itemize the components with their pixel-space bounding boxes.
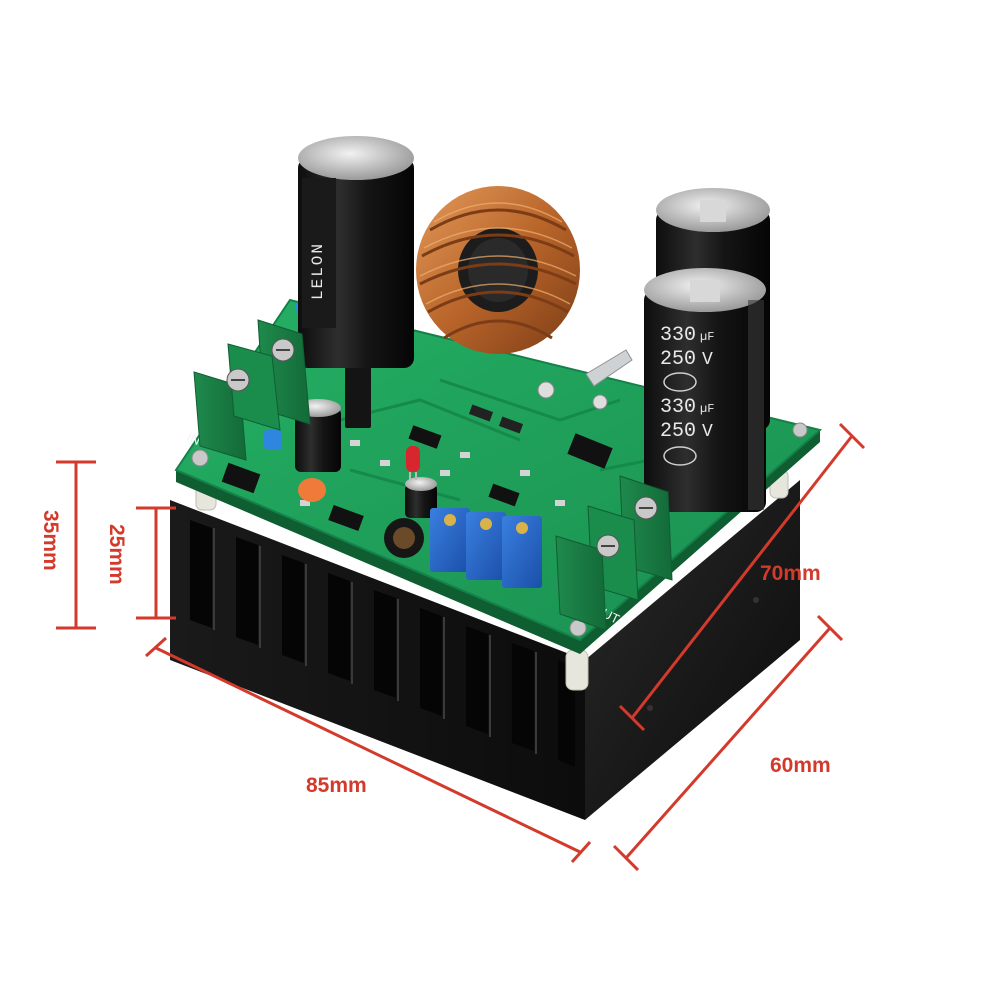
dimension-70mm: [618, 422, 866, 732]
input-terminal-block: [193, 319, 311, 461]
dimension-25mm-label: 25mm: [105, 524, 128, 585]
cap-voltage-2: 250: [660, 420, 696, 443]
dimension-35mm-label: 35mm: [39, 510, 62, 571]
dimension-60mm-label: 60mm: [770, 754, 831, 777]
orange-capacitor: [298, 478, 326, 502]
brand-logo: [663, 446, 697, 466]
cap-unit-1: µF: [700, 330, 714, 344]
toroidal-inductor: [416, 186, 580, 354]
mount-hole: [191, 449, 209, 467]
trimmer-potentiometers: [430, 508, 542, 588]
heatsink-fin-highlights: [213, 528, 537, 754]
input-capacitor-brand: LELON: [309, 242, 327, 300]
small-inductor: [384, 518, 424, 558]
heatsink-hole: [753, 597, 759, 603]
small-capacitor: [405, 477, 437, 518]
screw-hole: [537, 381, 555, 399]
red-led: [406, 446, 420, 480]
heatsink-fins: [190, 520, 575, 767]
cap-volt-unit-1: V: [702, 350, 713, 370]
cap-voltage-1: 250: [660, 348, 696, 371]
dimension-60mm: [612, 614, 844, 872]
heatsink-hole: [647, 705, 653, 711]
output-terminal-block: [555, 475, 673, 631]
input-capacitor: LELON: [298, 136, 414, 368]
dimension-85mm: [144, 636, 592, 864]
mount-hole: [792, 422, 808, 438]
heatsink: [170, 480, 800, 820]
heatsink-side: [585, 480, 800, 820]
bracket: [585, 349, 633, 387]
capacitor-marking: 330 µF 250 V 330 µF 250 V: [660, 324, 714, 466]
cap-value-2: 330: [660, 396, 696, 419]
dimension-85mm-label: 85mm: [306, 774, 367, 797]
screw-hole: [592, 394, 608, 410]
output-capacitor-front: 330 µF 250 V 330 µF 250 V: [644, 268, 766, 512]
dimension-25mm: [136, 506, 176, 620]
cap-volt-unit-2: V: [702, 422, 713, 442]
dimension-70mm-label: 70mm: [760, 562, 821, 585]
ceramic-capacitor: [264, 430, 282, 450]
brand-logo: [663, 372, 697, 392]
cap-value-1: 330: [660, 324, 696, 347]
dimension-35mm: [56, 460, 96, 630]
cap-unit-2: µF: [700, 402, 714, 416]
smd-components: [221, 404, 613, 531]
